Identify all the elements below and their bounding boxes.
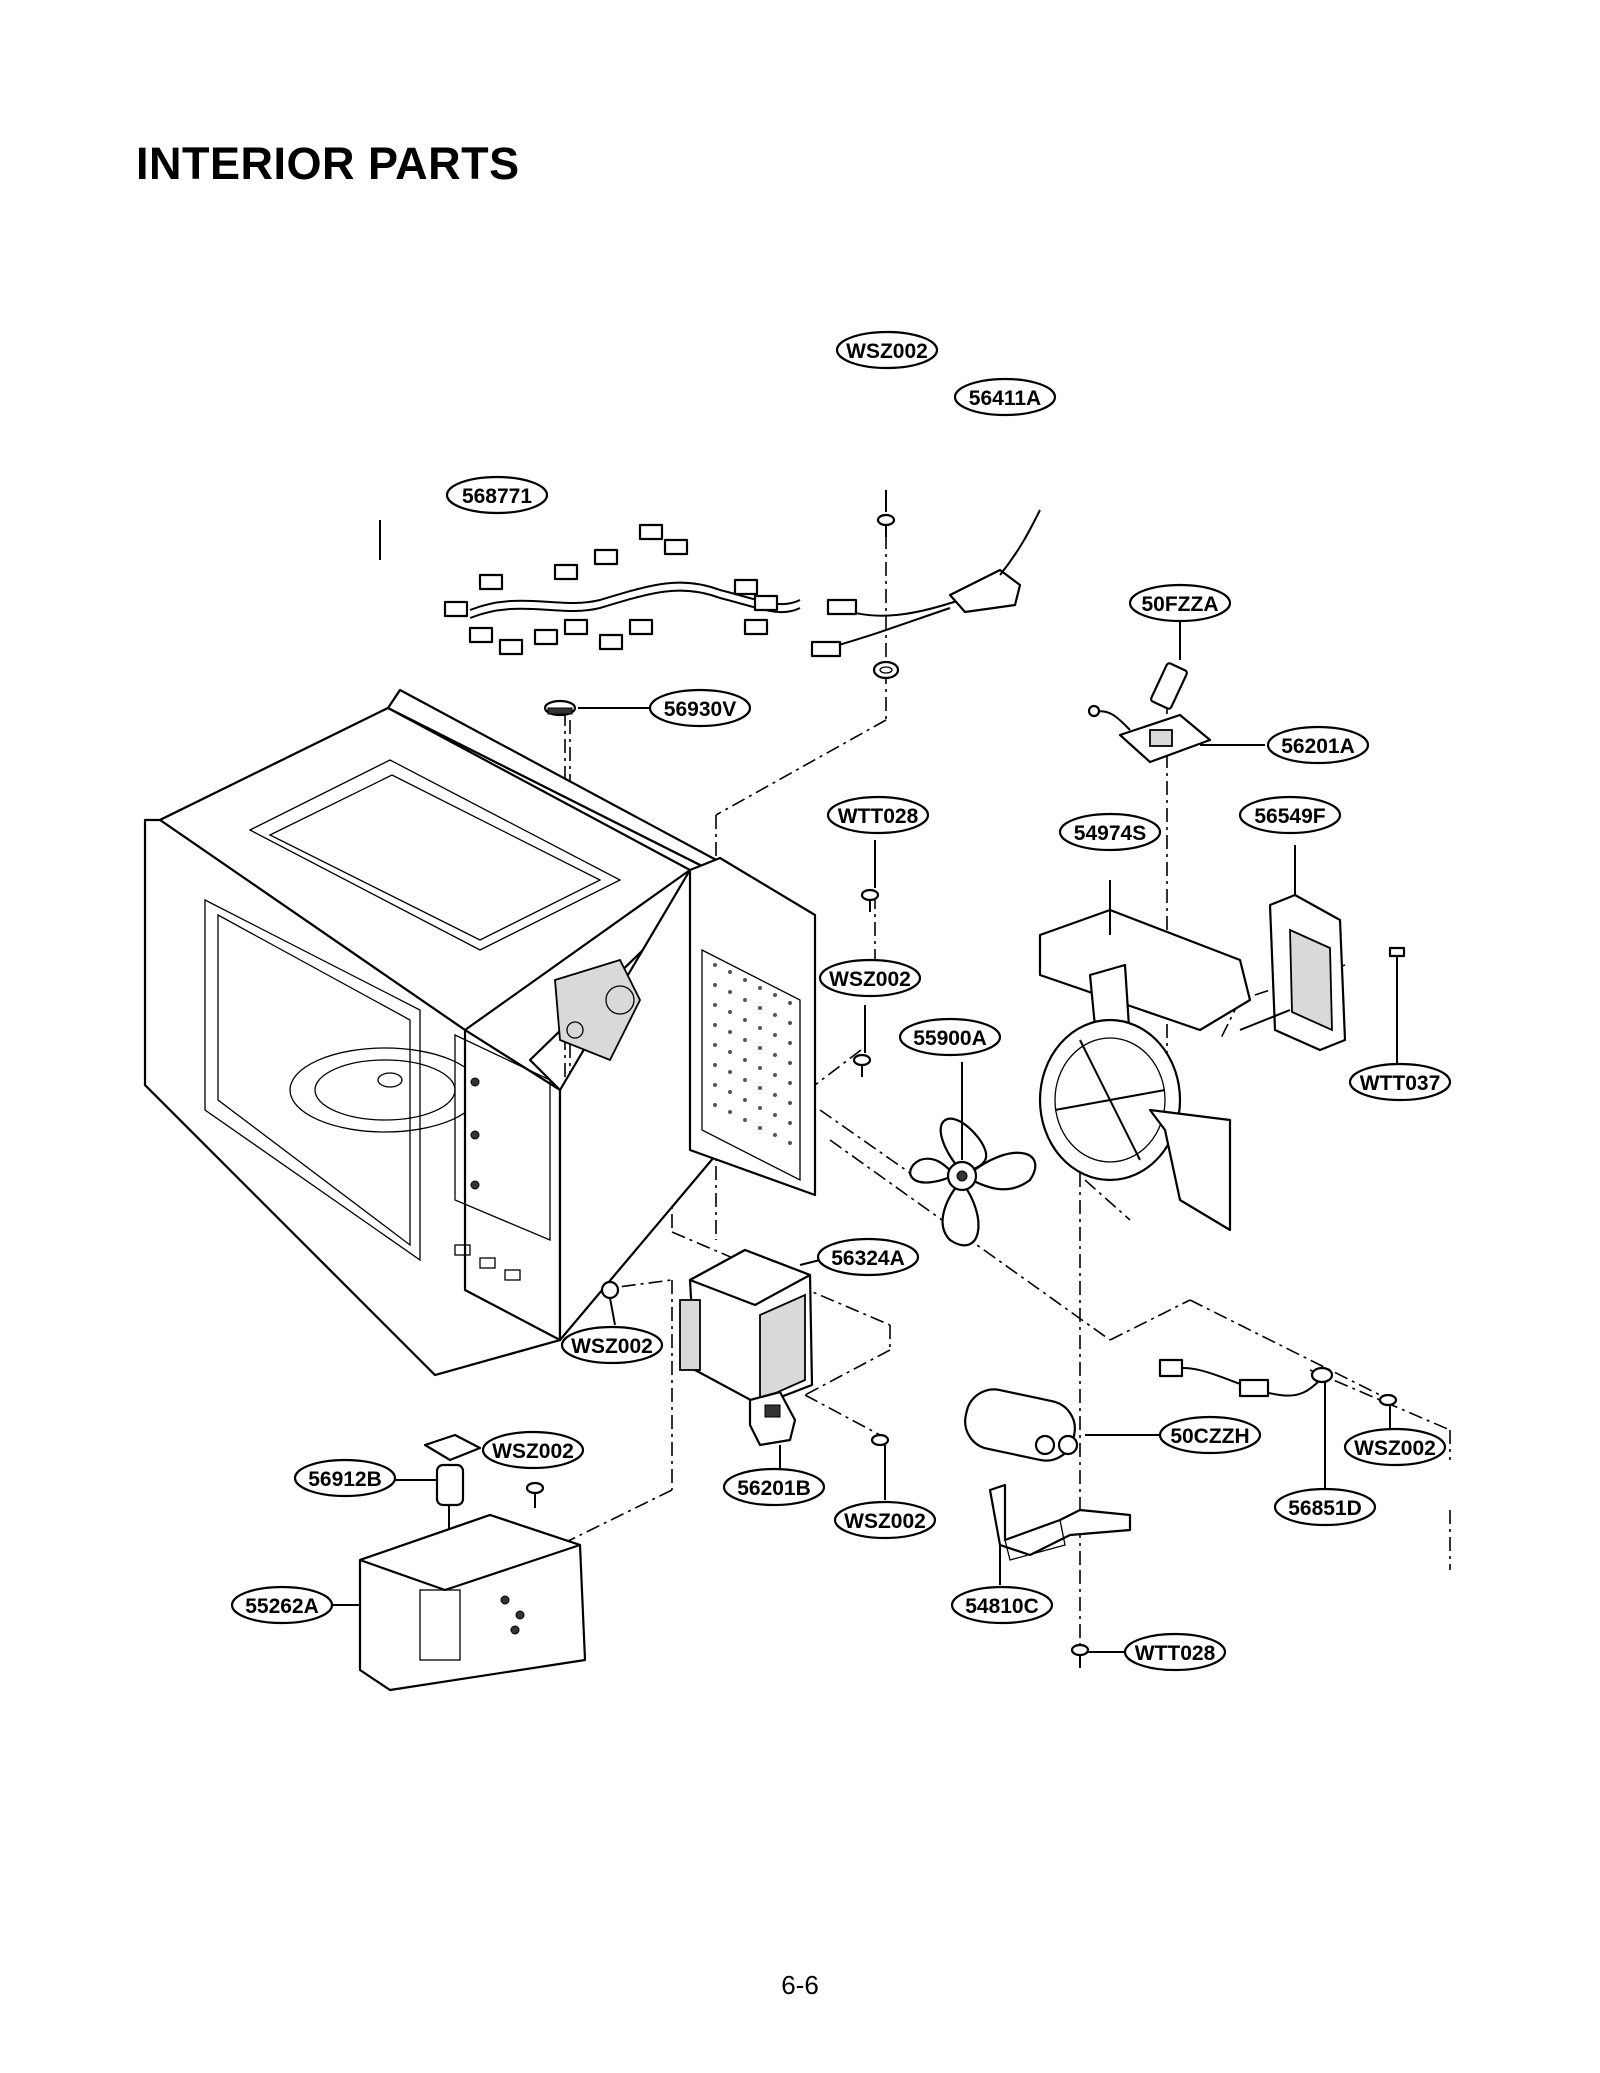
svg-text:WTT037: WTT037 xyxy=(1360,1072,1441,1095)
label-wsz002-top: WSZ002 xyxy=(835,330,939,370)
label-wsz002-lamp: WSZ002 xyxy=(481,1430,585,1470)
fuse-illustration xyxy=(1150,620,1188,710)
svg-text:56201A: 56201A xyxy=(1281,735,1355,758)
label-50czzh: 50CZZH xyxy=(1158,1415,1262,1455)
label-54974s: 54974S xyxy=(1058,812,1162,852)
page-title: INTERIOR PARTS xyxy=(136,138,520,189)
svg-text:WTT028: WTT028 xyxy=(1135,1642,1216,1665)
svg-text:56201B: 56201B xyxy=(737,1477,811,1500)
label-wsz002-mid: WSZ002 xyxy=(818,958,922,998)
label-56201a: 56201A xyxy=(1266,725,1370,765)
svg-text:56851D: 56851D xyxy=(1288,1497,1362,1520)
power-cord-illustration xyxy=(810,509,1041,680)
screw-top-illustration xyxy=(876,490,896,537)
label-50fzza: 50FZZA xyxy=(1128,583,1232,623)
wire-harness-illustration xyxy=(379,520,801,656)
svg-text:56324A: 56324A xyxy=(831,1247,905,1270)
fan-bracket-illustration xyxy=(1038,880,1252,1232)
screw-mag-illustration xyxy=(870,1433,890,1500)
svg-text:55262A: 55262A xyxy=(245,1595,319,1618)
svg-text:54974S: 54974S xyxy=(1074,822,1146,845)
svg-text:50CZZH: 50CZZH xyxy=(1170,1425,1249,1448)
svg-text:WSZ002: WSZ002 xyxy=(1354,1437,1436,1460)
label-56549f: 56549F xyxy=(1238,795,1342,835)
label-54810c: 54810C xyxy=(950,1585,1054,1625)
svg-text:WSZ002: WSZ002 xyxy=(844,1510,926,1533)
side-panel-illustration xyxy=(688,856,817,1197)
svg-text:56930V: 56930V xyxy=(664,698,736,721)
svg-text:WTT028: WTT028 xyxy=(838,805,919,828)
svg-text:WSZ002: WSZ002 xyxy=(846,340,928,363)
svg-text:WSZ002: WSZ002 xyxy=(492,1440,574,1463)
label-56930v: 56930V xyxy=(648,688,752,728)
fuse-holder-illustration xyxy=(1087,704,1265,764)
label-55262a: 55262A xyxy=(230,1585,334,1625)
svg-text:56411A: 56411A xyxy=(969,387,1041,410)
svg-text:56549F: 56549F xyxy=(1254,805,1325,828)
thermostat-illustration xyxy=(543,699,650,717)
label-wsz002-right: WSZ002 xyxy=(1343,1427,1447,1467)
svg-text:WSZ002: WSZ002 xyxy=(829,968,911,991)
screw-bottom-right-illustration xyxy=(1378,1393,1398,1428)
label-wsz002-mag: WSZ002 xyxy=(560,1325,664,1365)
svg-text:50FZZA: 50FZZA xyxy=(1141,593,1218,616)
label-568771: 568771 xyxy=(445,475,549,515)
magnetron-illustration xyxy=(600,1248,821,1407)
oven-cavity-illustration xyxy=(143,688,722,1377)
label-56851d: 56851D xyxy=(1273,1487,1377,1527)
diode-illustration xyxy=(1158,1358,1334,1495)
svg-text:54810C: 54810C xyxy=(965,1595,1039,1618)
transformer-illustration xyxy=(330,1513,587,1692)
capacitor-illustration xyxy=(964,1388,1165,1462)
label-56201b: 56201B xyxy=(722,1467,826,1507)
switch-56201b-illustration xyxy=(748,1390,797,1475)
label-56411a: 56411A xyxy=(953,377,1057,417)
label-56324a: 56324A xyxy=(816,1237,920,1277)
label-wtt028-mid: WTT028 xyxy=(826,795,930,835)
switch-56912b-illustration xyxy=(390,1433,482,1535)
screws-mid-illustration xyxy=(852,840,880,1077)
label-text: 568771 xyxy=(462,485,532,508)
capacitor-bracket-illustration xyxy=(988,1483,1132,1585)
screw-lamp-illustration xyxy=(525,1481,545,1508)
label-wtt037: WTT037 xyxy=(1348,1062,1452,1102)
label-wtt028-bottom: WTT028 xyxy=(1123,1632,1227,1672)
page-number: 6-6 xyxy=(781,1970,819,2000)
svg-text:55900A: 55900A xyxy=(913,1027,987,1050)
fan-blade-illustration xyxy=(909,1062,1037,1247)
label-55900a: 55900A xyxy=(898,1017,1002,1057)
label-56912b: 56912B xyxy=(293,1458,397,1498)
svg-text:WSZ002: WSZ002 xyxy=(571,1335,653,1358)
svg-text:56912B: 56912B xyxy=(308,1468,382,1491)
screw-bottom-illustration xyxy=(1070,1643,1125,1668)
label-wsz002-cap: WSZ002 xyxy=(833,1500,937,1540)
fan-motor-illustration xyxy=(1239,845,1406,1080)
